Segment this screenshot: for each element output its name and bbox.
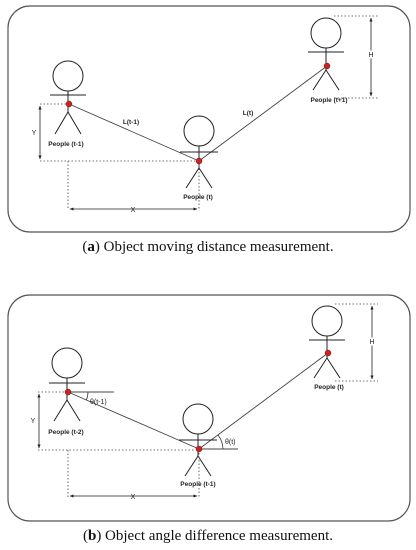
angle-arc-mid — [217, 434, 224, 450]
trajectory-line-left — [68, 103, 200, 162]
stick-figure-middle — [180, 115, 218, 189]
caption-b: (b) Object angle difference measurement. — [83, 528, 333, 544]
joint-dot-middle-b — [195, 445, 203, 453]
dim-label-y-a: Y — [32, 130, 37, 137]
trajectory-line-left-b — [67, 391, 200, 450]
joint-dot-left-b — [64, 388, 72, 396]
people-label-right-a: People (t+1) — [310, 97, 347, 104]
joint-dot-left — [65, 100, 73, 108]
trajectory-line-right — [198, 65, 328, 162]
caption-a: (a) Object moving distance measurement. — [82, 239, 333, 255]
dim-label-h-b: H — [369, 339, 374, 346]
line-label-left-a: L(t-1) — [123, 119, 139, 126]
dim-label-x-a: X — [131, 207, 136, 214]
dim-label-x-b: X — [131, 494, 136, 501]
dotted-guides-b — [38, 303, 378, 498]
angle-label-left-b: θ(t-1) — [90, 399, 107, 406]
trajectory-line-right-b — [198, 352, 329, 450]
joint-dot-middle — [195, 157, 203, 165]
angle-label-mid-b: θ(t) — [225, 439, 236, 446]
stick-figure-left — [50, 60, 86, 135]
stick-figure-middle-b — [179, 403, 217, 477]
joint-dot-right — [323, 62, 331, 70]
angle-arc-left — [85, 391, 89, 401]
people-label-left-a: People (t-1) — [48, 141, 83, 148]
dim-label-h-a: H — [368, 52, 373, 59]
people-label-middle-b: People (t-1) — [180, 481, 215, 488]
stick-figure-left-b — [49, 347, 85, 422]
line-label-right-a: L(t) — [243, 110, 253, 117]
stick-figure-right-b — [309, 305, 345, 379]
people-label-left-b: People (t-2) — [48, 429, 83, 436]
panel-b: Y X H θ(t-1) θ(t) People (t-2) People (t… — [7, 294, 411, 522]
dim-label-y-b: Y — [31, 418, 36, 425]
panel-a: Y X H L(t-1) L(t) People (t-1) People (t… — [7, 5, 411, 233]
people-label-right-b: People (t) — [314, 384, 344, 391]
panel-a-frame — [7, 5, 411, 233]
joint-dot-right-b — [324, 349, 332, 357]
stick-figure-right — [308, 17, 344, 91]
panel-b-frame — [7, 294, 411, 522]
dotted-guides-a — [40, 15, 378, 210]
people-label-middle-a: People (t) — [183, 194, 213, 201]
